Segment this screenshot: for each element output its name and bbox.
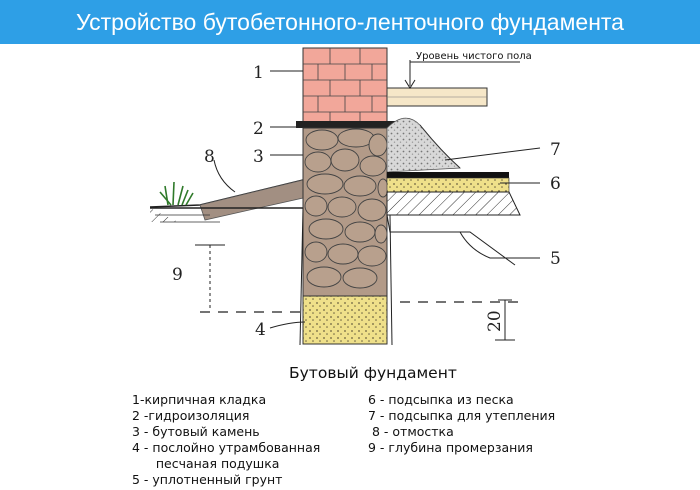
grass-icon bbox=[159, 181, 194, 206]
dimension-20: 20 bbox=[485, 299, 515, 341]
callout-3: 3 bbox=[253, 147, 264, 167]
legend-item: 3 - бутовый камень bbox=[132, 424, 260, 439]
diagram-caption: Бутовый фундамент bbox=[289, 364, 457, 382]
callout-7: 7 bbox=[550, 140, 561, 160]
callout-6: 6 bbox=[550, 174, 561, 194]
blind-area-8 bbox=[199, 179, 304, 221]
legend-item: 9 - глубина промерзания bbox=[368, 440, 533, 455]
legend-right: 6 - подсыпка из песка 7 - подсыпка для у… bbox=[368, 392, 555, 456]
callout-1: 1 bbox=[253, 63, 264, 83]
callout-8: 8 bbox=[204, 147, 215, 167]
top-screed bbox=[387, 172, 509, 178]
legend-item: 2 -гидроизоляция bbox=[132, 408, 250, 423]
callout-4: 4 bbox=[255, 320, 266, 340]
callout-5: 5 bbox=[550, 249, 561, 269]
title-banner: Устройство бутобетонного-ленточного фунд… bbox=[0, 0, 700, 44]
dimension-label: 20 bbox=[485, 310, 505, 332]
sand-cushion bbox=[302, 295, 388, 345]
floor-level-label: Уровень чистого пола bbox=[416, 51, 532, 62]
legend-item: 1-кирпичная кладка bbox=[132, 392, 267, 407]
ground-left bbox=[149, 179, 304, 223]
sand-fill-6 bbox=[386, 177, 510, 193]
callout-2: 2 bbox=[253, 119, 264, 139]
floor-slab: Уровень чистого пола bbox=[386, 51, 532, 107]
callout-leaders bbox=[213, 70, 541, 329]
rubble-stone-foundation bbox=[302, 127, 389, 297]
brick-wall bbox=[302, 47, 388, 123]
legend-item: 7 - подсыпка для утепления bbox=[368, 408, 556, 423]
page-title: Устройство бутобетонного-ленточного фунд… bbox=[76, 8, 624, 35]
legend-left: 1-кирпичная кладка 2 -гидроизоляция 3 - … bbox=[132, 392, 320, 488]
legend-item: 4 - послойно утрамбованная bbox=[132, 440, 321, 455]
legend-item: 6 - подсыпка из песка bbox=[368, 392, 514, 407]
ground-right bbox=[386, 117, 521, 346]
waterproofing-layer bbox=[296, 121, 396, 128]
legend-item: 8 - отмостка bbox=[368, 424, 454, 439]
callout-9: 9 bbox=[172, 265, 183, 285]
compacted-soil-5 bbox=[386, 191, 521, 216]
legend-item: 5 - уплотненный грунт bbox=[132, 472, 283, 487]
legend-item: песчаная подушка bbox=[132, 456, 280, 471]
